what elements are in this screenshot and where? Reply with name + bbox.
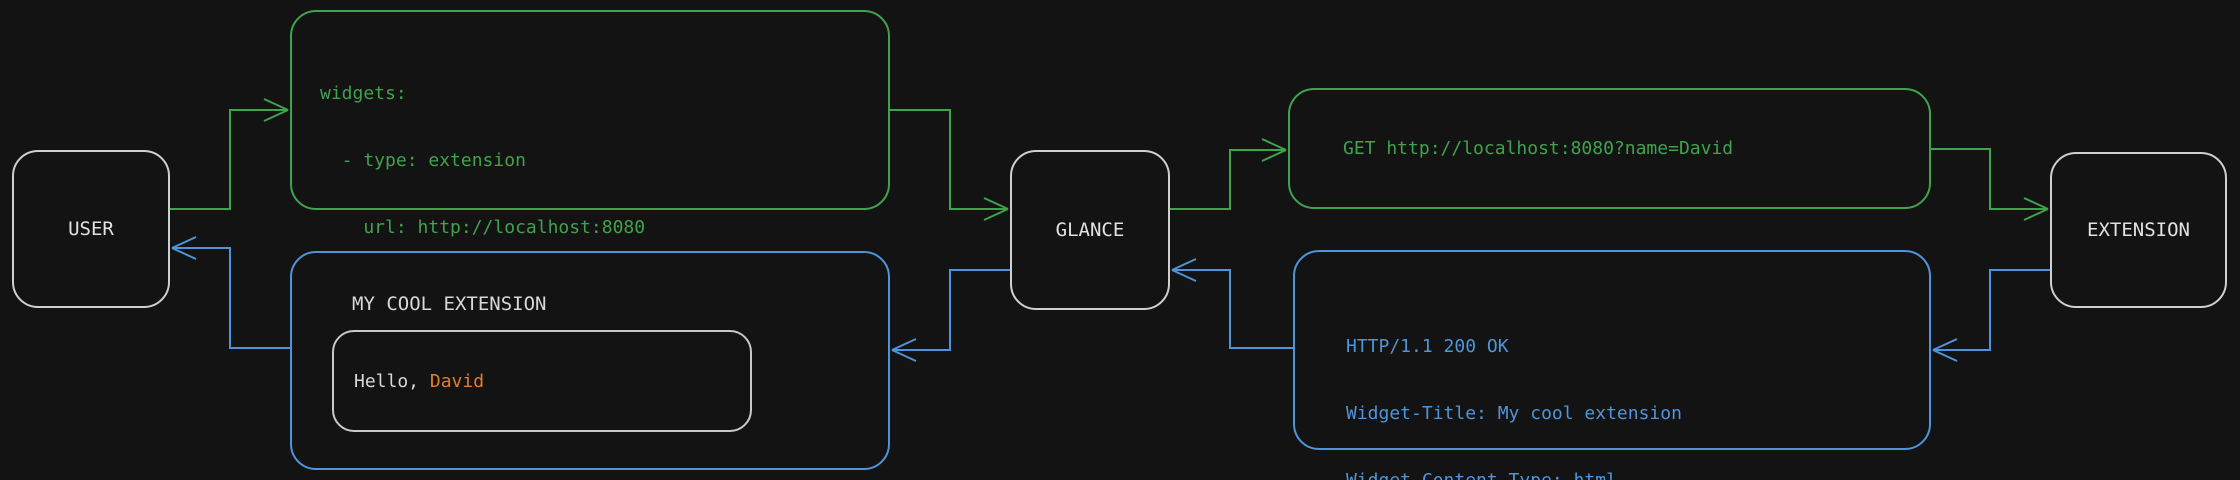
node-user-label: USER	[68, 218, 114, 240]
arrow-config-to-glance	[890, 109, 1009, 221]
http-request-text: GET http://localhost:8080?name=David	[1343, 138, 1734, 159]
node-user: USER	[12, 150, 170, 308]
response-line: Widget-Title: My cool extension	[1346, 403, 1682, 424]
greeting-prefix: Hello,	[354, 370, 430, 392]
widget-title: MY COOL EXTENSION	[352, 293, 547, 315]
node-extension: EXTENSION	[2050, 152, 2227, 308]
widget-preview-box: MY COOL EXTENSION Hello, David	[290, 251, 890, 470]
config-line: widgets:	[320, 83, 407, 104]
config-line: url: http://localhost:8080	[320, 217, 646, 238]
http-request-box: GET http://localhost:8080?name=David	[1288, 88, 1931, 209]
arrow-user-to-config	[170, 98, 289, 210]
node-extension-label: EXTENSION	[2087, 219, 2190, 241]
widget-greeting: Hello, David	[354, 371, 484, 392]
arrow-request-to-extension	[1931, 148, 2049, 221]
node-glance-label: GLANCE	[1055, 219, 1125, 241]
greeting-name: David	[429, 370, 485, 392]
widget-render-frame: Hello, David	[332, 330, 752, 432]
node-glance: GLANCE	[1010, 150, 1170, 310]
http-response-code: HTTP/1.1 200 OK Widget-Title: My cool ex…	[1346, 292, 1855, 480]
arrow-glance-to-request	[1170, 138, 1287, 210]
response-line: HTTP/1.1 200 OK	[1346, 336, 1509, 357]
config-line: - type: extension	[320, 150, 526, 171]
arrow-widget-to-user	[171, 236, 290, 349]
config-yaml-box: widgets: - type: extension url: http://l…	[290, 10, 890, 439]
response-line: Widget-Content-Type: html	[1346, 468, 1855, 480]
http-response-box: HTTP/1.1 200 OK Widget-Title: My cool ex…	[1293, 250, 1931, 480]
arrow-response-to-glance	[1171, 258, 1293, 349]
arrow-extension-to-response	[1932, 269, 2050, 362]
arrow-glance-to-widget	[891, 269, 1010, 362]
